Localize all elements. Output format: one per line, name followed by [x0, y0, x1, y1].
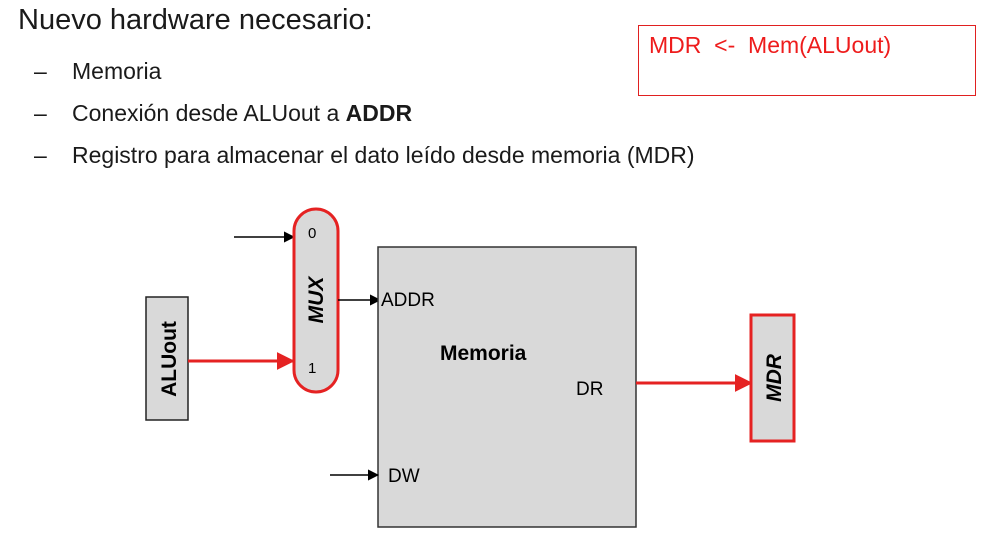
dr-port-label: DR — [576, 379, 603, 400]
addr-port-label: ADDR — [381, 290, 435, 311]
bullet-text-plain: Conexión desde ALUout a — [72, 100, 346, 126]
mux-input-1-label: 1 — [308, 360, 316, 377]
mdr-register: MDR — [749, 313, 796, 443]
bullet-text: Conexión desde ALUout a ADDR — [72, 92, 412, 134]
mux-input-0-label: 0 — [308, 225, 316, 242]
bullet-text: Memoria — [72, 58, 162, 84]
bullet-text: Registro para almacenar el dato leído de… — [72, 142, 695, 168]
aluout-register: ALUout — [145, 296, 189, 421]
memory-label: Memoria — [440, 342, 527, 365]
bullet-text-bold: ADDR — [345, 100, 413, 126]
mux-label: MUX — [305, 275, 328, 324]
bullet-item: – Registro para almacenar el dato leído … — [34, 134, 695, 176]
slide-heading: Nuevo hardware necesario: — [18, 4, 373, 36]
bullet-dash: – — [34, 58, 47, 84]
bullet-list: – Memoria – Conexión desde ALUout a ADDR… — [34, 50, 695, 176]
bullet-item: – Memoria — [34, 50, 695, 92]
mux: MUX 0 1 — [292, 207, 340, 394]
bullet-dash: – — [34, 142, 47, 168]
bullet-item: – Conexión desde ALUout a ADDR — [34, 92, 695, 134]
mdr-label: MDR — [763, 353, 786, 402]
bullet-dash: – — [34, 100, 47, 126]
rtl-statement-box: MDR <- Mem(ALUout) — [638, 25, 976, 96]
memory-block: Memoria ADDR DR DW — [377, 246, 637, 528]
dw-port-label: DW — [388, 466, 420, 487]
aluout-label: ALUout — [158, 321, 181, 397]
